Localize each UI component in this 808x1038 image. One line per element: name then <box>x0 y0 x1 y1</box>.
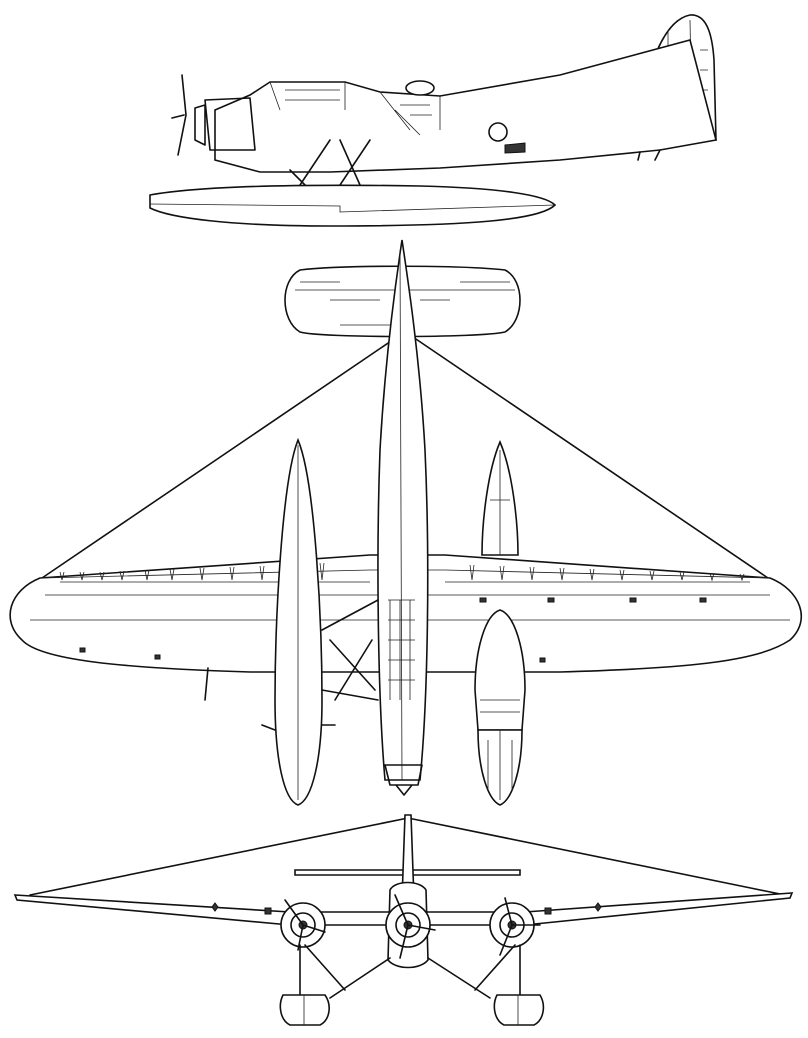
front-wing-markers <box>211 902 602 915</box>
top-view <box>9 239 802 806</box>
top-wing-markers <box>79 597 707 663</box>
side-view <box>149 14 717 227</box>
top-bracing-wires <box>41 334 769 579</box>
side-float <box>149 184 557 227</box>
front-bracing-wires <box>29 817 786 896</box>
front-right-engine <box>489 897 541 956</box>
side-roundel <box>488 122 508 142</box>
top-nose <box>384 764 423 796</box>
front-float-struts <box>299 944 521 999</box>
front-wing <box>13 892 794 926</box>
front-view <box>13 814 794 1026</box>
top-left-float-struts <box>261 599 379 731</box>
side-engine <box>194 97 256 151</box>
top-fuselage <box>377 239 429 781</box>
side-fuselage <box>214 39 717 173</box>
front-left-float <box>279 994 330 1026</box>
top-left-float <box>274 437 323 806</box>
side-propeller <box>171 74 187 156</box>
front-center-engine <box>385 894 436 959</box>
side-turret <box>405 80 435 96</box>
front-left-engine <box>280 899 326 951</box>
side-wing-strut <box>289 139 661 191</box>
front-right-float <box>493 994 545 1026</box>
